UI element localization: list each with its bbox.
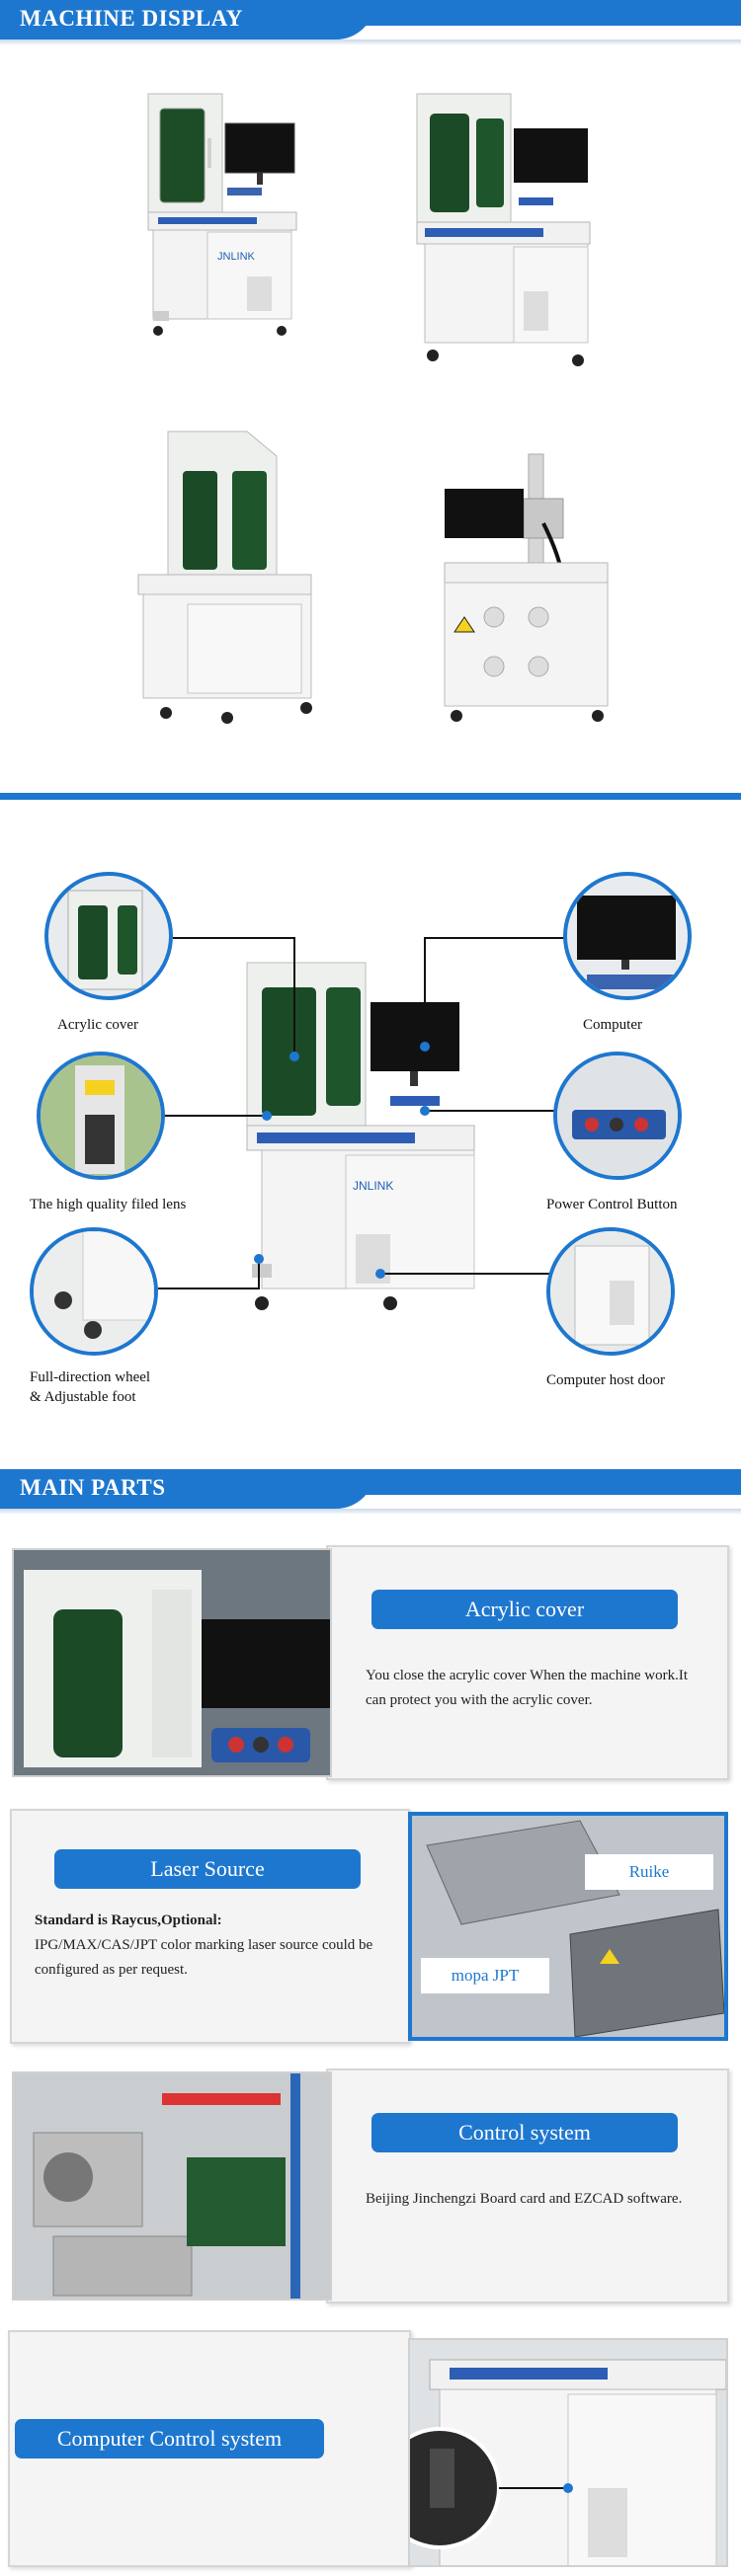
machine-display-banner: MACHINE DISPLAY	[0, 0, 741, 45]
laser-tag-mopa-jpt: mopa JPT	[421, 1958, 549, 1993]
machine-photo-angled	[405, 84, 613, 390]
callout-computer-label: Computer	[583, 1017, 642, 1033]
part-desc-control: Beijing Jinchengzi Board card and EZCAD …	[366, 2191, 683, 2207]
part-title-acrylic: Acrylic cover	[371, 1590, 678, 1629]
part-title-control: Control system	[371, 2113, 678, 2152]
section-divider	[0, 793, 741, 800]
part-photo-control	[12, 2071, 332, 2301]
part-title-laser: Laser Source	[54, 1849, 361, 1889]
part-photo-computer	[408, 2338, 728, 2567]
machine-photo-front: JNLINK	[138, 84, 316, 360]
main-parts-banner: MAIN PARTS	[0, 1469, 741, 1515]
callout-host-door-label: Computer host door	[546, 1372, 665, 1388]
callout-power-button-label: Power Control Button	[546, 1197, 678, 1212]
part-card-laser	[10, 1809, 410, 2044]
callout-acrylic-cover-image	[44, 872, 173, 1000]
part-card-control	[326, 2069, 729, 2303]
callout-wheel-image	[30, 1227, 158, 1356]
part-photo-acrylic	[12, 1548, 332, 1777]
section-title: MACHINE DISPLAY	[20, 6, 243, 31]
svg-text:JNLINK: JNLINK	[353, 1179, 393, 1193]
callout-field-lens-label: The high quality filed lens	[30, 1197, 187, 1212]
part-photo-laser	[408, 1812, 728, 2041]
part-desc-laser: Standard is Raycus,Optional: IPG/MAX/CAS…	[35, 1912, 373, 1978]
part-title-computer: Computer Control system	[15, 2419, 324, 2459]
machine-photo-side	[128, 427, 326, 733]
callout-connectors	[158, 937, 593, 1289]
section-title: MAIN PARTS	[20, 1475, 166, 1500]
part-card-acrylic	[326, 1545, 729, 1780]
machine-photo-open	[435, 444, 613, 731]
callout-host-door-image	[546, 1227, 675, 1356]
callout-acrylic-cover-label: Acrylic cover	[57, 1017, 139, 1033]
logo-text: JNLINK	[217, 251, 256, 263]
laser-tag-ruike: Ruike	[585, 1854, 713, 1890]
machine-photo-center: JNLINK	[242, 948, 489, 1323]
callout-field-lens-image	[37, 1052, 165, 1180]
callout-computer-image	[563, 872, 692, 1000]
part-desc-acrylic: You close the acrylic cover When the mac…	[366, 1668, 689, 1708]
callout-power-button-image	[553, 1052, 682, 1180]
callout-wheel-label: Full-direction wheel & Adjustable foot	[30, 1369, 151, 1405]
